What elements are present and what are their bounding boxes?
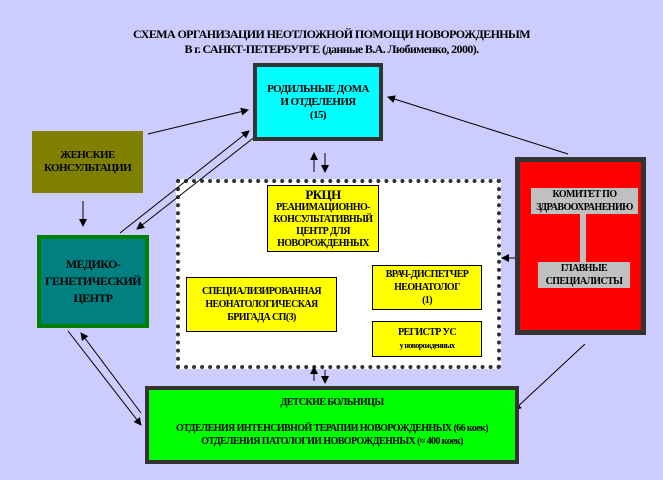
node-text: НЕОНАТОЛОГ <box>394 282 460 293</box>
arrow-medgen-to-detskie <box>67 330 142 426</box>
node-text: ОТДЕЛЕНИЯ ПАТОЛОГИИ НОВОРОЖДЕННЫХ (≈ 400… <box>201 436 463 447</box>
node-text: КОМИТЕТ ПО <box>552 189 617 200</box>
node-text: ЦЕНТР <box>73 291 113 305</box>
node-text: НОВОРОЖДЕННЫХ <box>277 238 369 249</box>
diagram-title-line-2: В г. САНКТ-ПЕТЕРБУРГЕ (данные В.А. Любим… <box>184 42 479 56</box>
health-committee-node: КОМИТЕТ ПО ЗДРАВООХРАНЕНИЮ ГЛАВНЫЕ СПЕЦИ… <box>515 157 646 335</box>
neonatal-team-node: СПЕЦИАЛИЗИРОВАННАЯ НЕОНАТОЛОГИЧЕСКАЯ БРИ… <box>186 277 337 332</box>
node-text: РОДИЛЬНЫЕ ДОМА <box>267 82 369 95</box>
arrow-medgen-to-roddoma <box>119 130 250 234</box>
node-text: ВРАЧ-ДИСПЕТЧЕР <box>385 269 469 280</box>
node-heading: РЕГИСТР УС <box>398 327 457 338</box>
node-text: КОНСУЛЬТАТИВНЫЙ <box>273 214 374 225</box>
arrow-zhensk-to-roddoma <box>147 107 249 135</box>
diagram-title-line-1: СХЕМА ОРГАНИЗАЦИИ НЕОТЛОЖНОЙ ПОМОЩИ НОВО… <box>133 27 531 41</box>
registry-node: РЕГИСТР УС у новорожденных <box>372 321 482 357</box>
node-text: СПЕЦИАЛИЗИРОВАННАЯ <box>201 286 322 297</box>
node-text: КОНСУЛЬТАЦИИ <box>43 162 132 174</box>
dispatcher-node: ВРАЧ-ДИСПЕТЧЕР НЕОНАТОЛОГ (1) <box>372 265 482 310</box>
node-text: БРИГАДА СП(3) <box>227 312 296 323</box>
node-text: ГЛАВНЫЕ <box>560 263 608 274</box>
arrow-roddoma-to-medgen <box>136 135 257 230</box>
committee-label: КОМИТЕТ ПО ЗДРАВООХРАНЕНИЮ <box>531 188 638 214</box>
node-text: ЖЕНСКИЕ <box>60 149 115 161</box>
node-text: у новорожденных <box>399 341 455 350</box>
arrow-komitet-to-detskie <box>513 343 586 411</box>
rkcn-node: РКЦН РЕАНИМАЦИОННО- КОНСУЛЬТАТИВНЫЙ ЦЕНТ… <box>267 185 379 252</box>
maternity-hospitals-node: РОДИЛЬНЫЕ ДОМА И ОТДЕЛЕНИЯ (15) <box>253 63 383 141</box>
medical-genetic-center-node: МЕДИКО- ГЕНЕТИЧЕСКИЙ ЦЕНТР <box>37 235 149 328</box>
node-text: ЦЕНТР ДЛЯ <box>296 226 350 237</box>
chief-specialists-label: ГЛАВНЫЕ СПЕЦИАЛИСТЫ <box>538 262 630 288</box>
node-text: (15) <box>310 108 327 121</box>
node-text: ГЕНЕТИЧЕСКИЙ <box>45 274 142 288</box>
node-text: НЕОНАТОЛОГИЧЕСКАЯ <box>205 299 318 310</box>
node-heading: РКЦН <box>305 187 341 202</box>
node-text: (1) <box>422 295 432 306</box>
childrens-hospitals-node: ДЕТСКИЕ БОЛЬНИЦЫ ОТДЕЛЕНИЯ ИНТЕНСИВНОЙ Т… <box>145 386 519 464</box>
womens-consultations-node: ЖЕНСКИЕ КОНСУЛЬТАЦИИ <box>32 131 143 193</box>
arrow-komitet-to-roddoma <box>387 95 569 155</box>
node-text: РЕАНИМАЦИОННО- <box>276 202 370 213</box>
node-text: СПЕЦИАЛИСТЫ <box>545 276 623 287</box>
arrow-detskie-to-medgen <box>80 332 142 414</box>
committee-connector-bar <box>580 214 586 262</box>
node-text: ЗДРАВООХРАНЕНИЮ <box>536 202 633 213</box>
node-text: И ОТДЕЛЕНИЯ <box>280 95 356 108</box>
node-text: МЕДИКО- <box>65 257 121 271</box>
node-text: ОТДЕЛЕНИЯ ИНТЕНСИВНОЙ ТЕРАПИИ НОВОРОЖДЕН… <box>175 423 489 434</box>
node-heading: ДЕТСКИЕ БОЛЬНИЦЫ <box>280 397 384 408</box>
